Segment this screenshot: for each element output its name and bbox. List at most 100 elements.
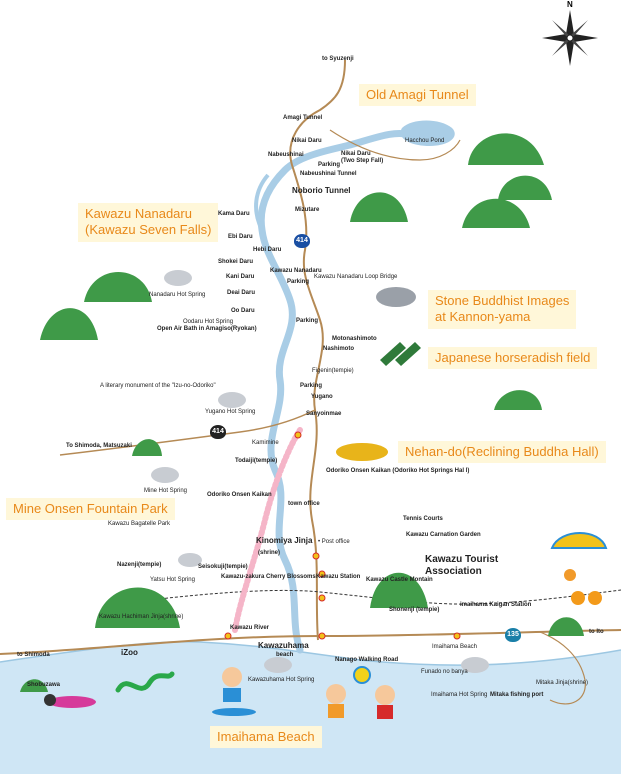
label-kawazuhama: Kawazuhama (258, 641, 309, 650)
hot-spring-icons (151, 270, 489, 673)
label-nashimoto: Nashimoto (323, 346, 355, 352)
label-oo-daru: Oo Daru (231, 308, 255, 314)
label-literary-monument: A literary monument of the "Izu-no-Odori… (100, 383, 216, 389)
callout-mine-onsen: Mine Onsen Fountain Park (6, 498, 175, 521)
label-nanadaru-hot-spring: Nanadaru Hot Spring (149, 292, 206, 298)
snake-icon (115, 671, 175, 693)
callout-stone-buddhist: Stone Buddhist Images at Kannon-yama (428, 290, 577, 329)
label-kamimine: Kamimine (252, 440, 279, 446)
child-icon-1 (222, 667, 242, 702)
label-odoriko-onsen-kaikan-long: Odoriko Onsen Kaikan (Odoriko Hot Spring… (326, 468, 470, 474)
label-kawazuhama-hot-spring: Kawazuhama Hot Spring (248, 677, 315, 683)
label-mizutare: Mizutare (295, 207, 320, 213)
cherry-blossom-trail (232, 427, 303, 633)
route-135-shield: 135 (505, 628, 521, 642)
label-yugano-hot-spring: Yugano Hot Spring (205, 409, 256, 415)
label-mine-hot-spring: Mine Hot Spring (144, 488, 188, 494)
label-amagi-tunnel: Amagi Tunnel (283, 115, 323, 121)
label-nikai-daru: Nikai Daru (292, 138, 322, 144)
label-nabeushinai-tunnel: Nabeushinai Tunnel (300, 171, 357, 177)
paraglider-icon (550, 532, 608, 581)
label-funado-no-banya: Funado no banya (421, 669, 468, 675)
label-imaihama-hot-spring: Imaihama Hot Spring (431, 692, 488, 698)
label-oodaru-hot-spring: Oodaru Hot Spring (183, 319, 234, 325)
label-shrine: (shrine) (258, 550, 281, 556)
label-parking-1: Parking (318, 162, 341, 168)
road-mitaka (539, 631, 586, 705)
label-izoo: iZoo (121, 648, 138, 657)
label-kawazu-river: Kawazu River (230, 625, 270, 631)
river-branch (254, 173, 270, 231)
callout-old-amagi-tunnel-text: Old Amagi Tunnel (366, 87, 469, 102)
callout-imaihama-beach: Imaihama Beach (210, 726, 322, 749)
hacchou-pond-shape (400, 120, 455, 146)
compass-north-label: N (567, 0, 573, 9)
callout-nehan-do: Nehan-do(Reclining Buddha Hall) (398, 441, 606, 464)
orange-icons (571, 591, 602, 605)
label-kawazu-tourist: Kawazu Tourist (425, 554, 499, 565)
label-nanago-walking-road: Nanago Walking Road (335, 657, 399, 663)
route-414-shield-south: 414 (210, 425, 226, 439)
reclining-buddha-icon (336, 443, 388, 461)
label-nikai-daru-two-step: Nikai Daru (Two Step Fall) (341, 151, 384, 164)
label-parking-2: Parking (287, 279, 310, 285)
label-shokei-daru: Shokei Daru (218, 259, 254, 265)
label-ebi-daru: Ebi Daru (228, 234, 253, 240)
label-sanyoinmae: Sanyoinmae (306, 411, 342, 417)
mountains (20, 133, 584, 692)
label-to-syuzenji: to Syuzenji (322, 56, 354, 62)
diver-icon (44, 694, 96, 708)
compass-rose-icon (542, 10, 598, 66)
label-imaihama-kaigan-station: imaihama Kaigan Station (460, 602, 532, 608)
label-seisokuji: Seisokuji(tempie) (198, 564, 248, 570)
label-parking-3: Parking (296, 318, 319, 324)
label-yatsu-hot-spring: Yatsu Hot Spring (150, 577, 195, 583)
label-kawazu-carnation-garden: Kawazu Carnation Garden (406, 532, 481, 538)
label-hebi-daru: Hebi Daru (253, 247, 282, 253)
callout-kawazu-nanadaru: Kawazu Nanadaru (Kawazu Seven Falls) (78, 203, 219, 242)
callout-stone-buddhist-line2: at Kannon-yama (435, 309, 531, 325)
label-motonashimoto: Motonashimoto (332, 336, 377, 342)
label-to-ito: to Ito (589, 629, 604, 635)
label-town-office: town office (288, 501, 320, 507)
label-todaiji: Todaiji(tempie) (235, 458, 278, 464)
label-to-shimoda-matsuzaki: To Shimoda, Matsuzaki (66, 443, 132, 449)
label-nabeushinai: Nabeushinai (268, 152, 304, 158)
label-odoriko-onsen-kaikan: Odoriko Onsen Kaikan (207, 492, 272, 498)
beach-ball-icon (353, 666, 371, 684)
callout-nehan-do-text: Nehan-do(Reclining Buddha Hall) (405, 444, 599, 459)
label-yugano: Yugano (311, 394, 333, 400)
label-kawazu-castle-montain: Kawazu Castle Montain (366, 577, 433, 583)
horseradish-icon (380, 342, 421, 366)
label-kawazu-station: Kawazu Station (316, 574, 361, 580)
callout-horseradish-text: Japanese horseradish field (435, 350, 591, 365)
label-parking-4: Parking (300, 383, 323, 389)
label-noborio-tunnel: Noborio Tunnel (292, 186, 351, 195)
label-figenin: Figenin(tempie) (312, 368, 354, 374)
child-icon-3 (375, 685, 395, 719)
label-shonenji: Shonenji (tempie) (389, 607, 440, 613)
label-nanadaru-loop-bridge: Kawazu Nanadaru Loop Bridge (314, 274, 398, 280)
road-hacchou (329, 129, 461, 161)
label-association: Association (425, 566, 482, 577)
callout-mine-onsen-text: Mine Onsen Fountain Park (13, 501, 168, 516)
callout-horseradish: Japanese horseradish field (428, 347, 598, 370)
stone-buddhist-icon (376, 287, 416, 307)
callout-old-amagi-tunnel: Old Amagi Tunnel (359, 84, 476, 107)
station-markers (224, 431, 461, 640)
label-kinomiya-jinja: Kinomiya Jinja (256, 536, 313, 545)
label-nazenji: Nazenji(tempie) (117, 562, 162, 568)
label-kani-daru: Kani Daru (226, 274, 255, 280)
label-deai-daru: Deai Daru (227, 290, 256, 296)
label-open-air-bath: Open Air Bath in Amagiso(Ryokan) (157, 326, 257, 332)
label-hacchou-pond: Hacchou Pond (405, 138, 445, 144)
surfboard-icon (212, 708, 256, 716)
label-kawazu-nanadaru: Kawazu Nanadaru (270, 268, 322, 274)
callout-kawazu-nanadaru-line2: (Kawazu Seven Falls) (85, 222, 212, 238)
route-414-shield-north: 414 (294, 234, 310, 248)
label-kawazu-hachiman: Kawazu Hachiman Jinja(shrine) (99, 614, 184, 620)
callout-stone-buddhist-line1: Stone Buddhist Images (435, 293, 570, 308)
child-icon-2 (326, 684, 346, 718)
